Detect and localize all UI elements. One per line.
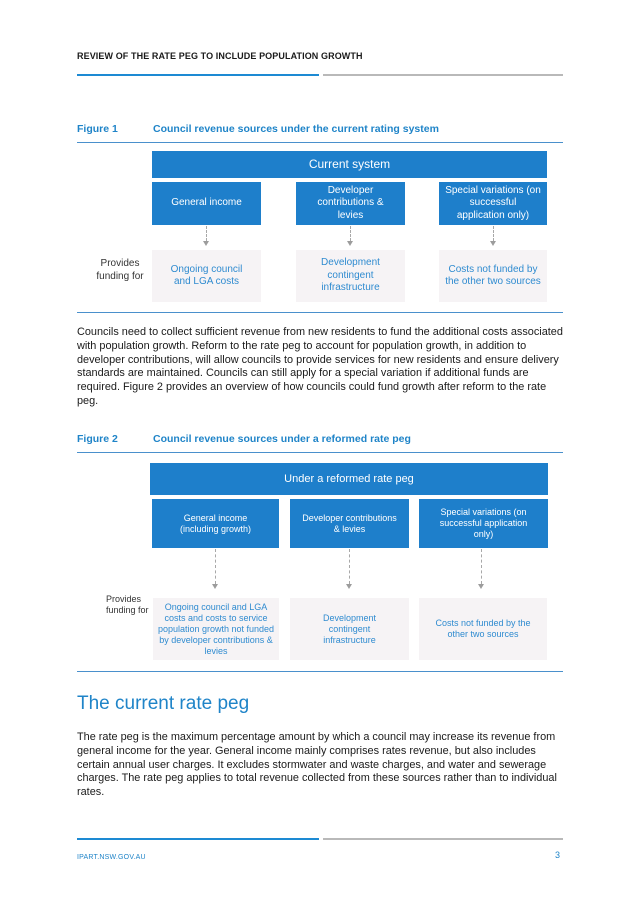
figure-2-caption: Figure 2 Council revenue sources under a… xyxy=(77,433,563,447)
current-system-box: Current system xyxy=(152,151,547,178)
figure-2-top-rule xyxy=(77,452,563,453)
section-body: The rate peg is the maximum percentage a… xyxy=(77,731,557,799)
header-rule-blue xyxy=(77,74,319,76)
connector-2 xyxy=(349,549,350,584)
running-title: REVIEW OF THE RATE PEG TO INCLUDE POPULA… xyxy=(77,51,363,61)
page-number: 3 xyxy=(554,850,560,860)
source-general-income-growth: General income (including growth) xyxy=(152,499,279,548)
use-development-infrastructure: Development contingent infrastructure xyxy=(290,598,409,660)
connector-2 xyxy=(350,226,351,241)
use-ongoing-and-growth-costs: Ongoing council and LGA costs and costs … xyxy=(153,598,279,660)
use-development-infrastructure: Development contingent infrastructure xyxy=(296,250,405,302)
footer-rule-grey xyxy=(323,838,563,840)
arrow-down-icon xyxy=(490,241,496,246)
source-developer-contributions: Developer contributions & levies xyxy=(290,499,409,548)
figure-2-number: Figure 2 xyxy=(77,433,118,445)
footer-rule-blue xyxy=(77,838,319,840)
provides-funding-label: Provides funding for xyxy=(96,258,144,282)
use-ongoing-costs: Ongoing council and LGA costs xyxy=(152,250,261,302)
connector-3 xyxy=(493,226,494,241)
figure-1-title: Council revenue sources under the curren… xyxy=(153,123,439,135)
arrow-down-icon xyxy=(212,584,218,589)
arrow-down-icon xyxy=(347,241,353,246)
body-paragraph-1: Councils need to collect sufficient reve… xyxy=(77,326,563,407)
source-general-income: General income xyxy=(152,182,261,225)
connector-3 xyxy=(481,549,482,584)
figure-1-number: Figure 1 xyxy=(77,123,118,135)
arrow-down-icon xyxy=(346,584,352,589)
connector-1 xyxy=(215,549,216,584)
source-special-variations: Special variations (on successful applic… xyxy=(419,499,548,548)
section-heading: The current rate peg xyxy=(77,693,250,714)
header-rule-grey xyxy=(323,74,563,76)
figure-2-title: Council revenue sources under a reformed… xyxy=(153,433,411,445)
arrow-down-icon xyxy=(478,584,484,589)
figure-2-bottom-rule xyxy=(77,671,563,672)
arrow-down-icon xyxy=(203,241,209,246)
figure-1-bottom-rule xyxy=(77,312,563,313)
connector-1 xyxy=(206,226,207,241)
use-costs-not-funded: Costs not funded by the other two source… xyxy=(419,598,547,660)
reformed-rate-peg-box: Under a reformed rate peg xyxy=(150,463,548,495)
figure-1-caption: Figure 1 Council revenue sources under t… xyxy=(77,123,563,137)
use-costs-not-funded: Costs not funded by the other two source… xyxy=(439,250,547,302)
footer-url: IPART.NSW.GOV.AU xyxy=(77,854,146,861)
source-developer-contributions: Developer contributions & levies xyxy=(296,182,405,225)
figure-1-top-rule xyxy=(77,142,563,143)
source-special-variations: Special variations (on successful applic… xyxy=(439,182,547,225)
provides-funding-label: Provides funding for xyxy=(106,594,149,615)
